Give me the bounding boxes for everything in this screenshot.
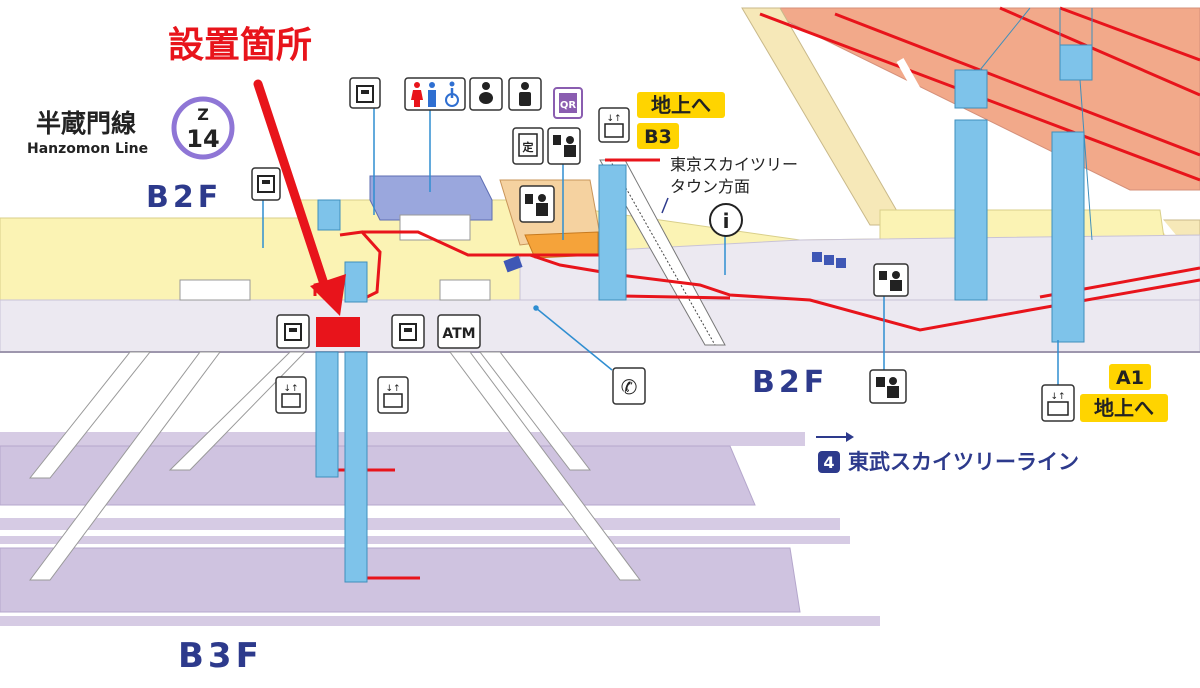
floor-label-b2f-left: B2F	[146, 180, 222, 215]
svg-text:↓↑: ↓↑	[1050, 392, 1065, 402]
installation-location-marker	[316, 317, 360, 347]
atm-icon: ATM	[437, 314, 481, 349]
ticket-machine-icon	[391, 314, 425, 349]
svg-text:↓↑: ↓↑	[385, 384, 400, 394]
station-staff-icon	[547, 127, 581, 165]
exit-b3-code: B3	[644, 126, 672, 148]
tobu-line-direction: 4 東武スカイツリーライン	[816, 432, 1079, 474]
baby-room-icon	[469, 77, 503, 111]
tobu-line-name: 東武スカイツリーライン	[848, 450, 1079, 474]
station-badge: 半蔵門線 Hanzomon Line Z 14	[27, 96, 235, 160]
info-label: i	[723, 209, 730, 233]
tobu-line-number: 4	[823, 453, 834, 472]
teiki-label: 定	[523, 140, 534, 154]
station-staff-icon	[519, 185, 555, 223]
information-icon: i	[709, 203, 743, 237]
floor-label-b2f-mid: B2F	[752, 365, 828, 400]
station-code-number: 14	[186, 125, 219, 153]
exit-a1-code: A1	[1116, 367, 1144, 389]
elevator-icon: ↓↑	[1041, 384, 1075, 422]
ticket-machine-icon	[349, 77, 381, 109]
ticket-machine-icon	[276, 314, 310, 349]
callout-arrow	[253, 79, 346, 316]
skytree-town-line1: 東京スカイツリー	[670, 155, 798, 174]
callout-title: 設置箇所	[168, 25, 312, 66]
elevator-icon: ↓↑	[377, 376, 409, 414]
station-name-ja: 半蔵門線	[36, 109, 136, 138]
svg-text:↓↑: ↓↑	[283, 384, 298, 394]
nursing-room-icon	[508, 77, 542, 111]
leader-lines	[262, 108, 1059, 385]
commuter-pass-machine-icon: 定	[512, 127, 544, 165]
wheelchair-icon	[445, 81, 459, 107]
qr-ticket-machine-icon: QR	[553, 87, 583, 119]
telephone-icon: ✆	[612, 367, 646, 405]
skytree-town-direction: 東京スカイツリー タウン方面	[661, 155, 798, 214]
floor-label-b3f: B3F	[178, 636, 263, 676]
atm-label: ATM	[442, 326, 475, 342]
station-code-letter: Z	[197, 105, 209, 124]
skytree-town-line2: タウン方面	[670, 177, 750, 196]
elevator-shafts	[315, 7, 1093, 583]
svg-text:✆: ✆	[621, 375, 638, 399]
elevator-icon: ↓↑	[598, 107, 630, 143]
exit-b3-ground-label: 地上へ	[651, 93, 711, 117]
elevator-icon: ↓↑	[275, 376, 307, 414]
exit-b3: 地上へ B3	[637, 92, 725, 149]
svg-text:↓↑: ↓↑	[606, 114, 621, 124]
exit-a1: A1 地上へ	[1080, 364, 1168, 422]
ticket-machine-icon	[251, 167, 281, 201]
coin-lockers	[503, 252, 846, 273]
station-name-en: Hanzomon Line	[27, 141, 148, 157]
station-staff-icon	[869, 369, 907, 404]
restroom-icon	[404, 77, 466, 111]
station-staff-icon	[873, 263, 909, 297]
qr-label: QR	[560, 100, 577, 111]
exit-a1-ground-label: 地上へ	[1094, 396, 1154, 420]
